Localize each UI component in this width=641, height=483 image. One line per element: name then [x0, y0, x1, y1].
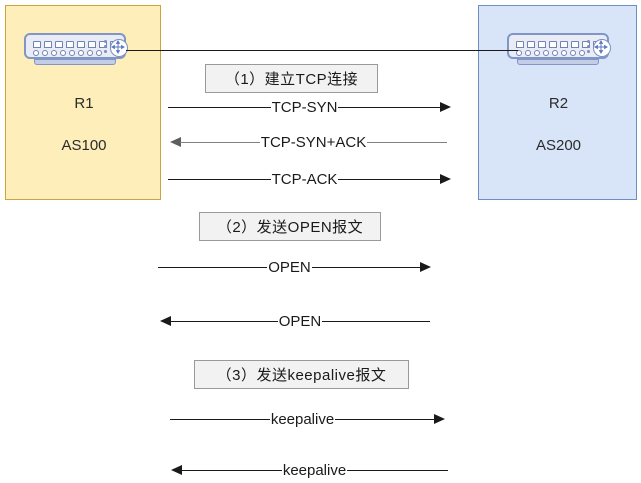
physical-link-line — [126, 50, 518, 51]
router-led — [570, 50, 576, 56]
arrow-head-right-icon — [420, 262, 432, 272]
as-name-right: AS200 — [535, 137, 582, 154]
arrow-head-right-icon — [440, 174, 451, 184]
router-led — [525, 50, 531, 56]
router-port — [88, 41, 96, 48]
arrow-line — [311, 266, 422, 268]
router-led — [87, 50, 93, 56]
router-port — [99, 41, 107, 48]
router-led — [33, 50, 39, 56]
arrow-line — [338, 106, 441, 108]
message-label: TCP-SYN — [271, 98, 338, 116]
arrow-line — [168, 178, 271, 180]
arrow-line — [338, 178, 441, 180]
router-led — [552, 50, 558, 56]
router-port — [560, 41, 568, 48]
message-label: TCP-ACK — [271, 170, 338, 188]
message-label: OPEN — [278, 312, 322, 330]
message-label: OPEN — [268, 258, 311, 276]
router-port — [55, 41, 63, 48]
arrow-line — [168, 106, 271, 108]
arrow-line — [170, 418, 270, 420]
router-port — [527, 41, 535, 48]
message-arrow-tcp-ack: TCP-ACK — [168, 168, 451, 190]
router-led — [51, 50, 57, 56]
router-status-led — [104, 50, 107, 53]
router-port — [33, 41, 41, 48]
router-led — [69, 50, 75, 56]
device-name-r2: R2 — [548, 95, 569, 112]
message-arrow-keepalive-inbound: keepalive — [171, 459, 449, 481]
router-stand — [34, 59, 116, 65]
message-arrow-tcp-syn-ack: TCP-SYN+ACK — [170, 131, 448, 153]
arrow-head-right-icon — [440, 102, 451, 112]
router-status-leds — [587, 40, 590, 53]
router-led — [579, 50, 585, 56]
router-port-row-lower — [516, 50, 585, 56]
router-move-handle-icon[interactable] — [593, 39, 611, 57]
arrow-line — [180, 141, 260, 143]
router-status-led — [587, 45, 590, 48]
step-caption-1: （1）建立TCP连接 — [205, 64, 378, 93]
router-status-led — [104, 45, 107, 48]
as-zone-right: R2 AS200 — [478, 5, 637, 200]
router-port — [77, 41, 85, 48]
router-port — [538, 41, 546, 48]
router-icon-r2[interactable] — [507, 33, 611, 67]
router-status-led — [587, 40, 590, 43]
router-led — [543, 50, 549, 56]
arrow-line — [347, 469, 449, 471]
step-caption-3: （3）发送keepalive报文 — [194, 360, 409, 389]
router-chassis — [24, 33, 128, 59]
arrow-line — [335, 418, 436, 420]
arrow-head-right-icon — [434, 414, 446, 424]
router-port — [516, 41, 524, 48]
router-status-leds — [104, 40, 107, 53]
router-port-row-lower — [33, 50, 102, 56]
router-port — [582, 41, 590, 48]
router-port — [44, 41, 52, 48]
router-led — [60, 50, 66, 56]
message-arrow-tcp-syn: TCP-SYN — [168, 96, 451, 118]
router-led — [78, 50, 84, 56]
arrow-line — [181, 469, 282, 471]
router-port — [66, 41, 74, 48]
message-label: keepalive — [282, 461, 347, 479]
message-arrow-open-outbound: OPEN — [158, 256, 432, 278]
arrow-line — [170, 320, 278, 322]
as-name-left: AS100 — [61, 137, 107, 154]
router-led — [42, 50, 48, 56]
router-led — [96, 50, 102, 56]
router-led — [534, 50, 540, 56]
router-led — [561, 50, 567, 56]
arrow-line — [158, 266, 268, 268]
message-label: keepalive — [270, 410, 335, 428]
router-port — [549, 41, 557, 48]
router-status-led — [104, 40, 107, 43]
step-caption-2: （2）发送OPEN报文 — [199, 212, 381, 241]
router-move-handle-icon[interactable] — [110, 39, 128, 57]
router-chassis — [507, 33, 611, 59]
router-status-led — [587, 50, 590, 53]
message-arrow-open-inbound: OPEN — [160, 310, 431, 332]
message-arrow-keepalive-outbound: keepalive — [170, 408, 446, 430]
router-port — [571, 41, 579, 48]
router-icon-r1[interactable] — [24, 33, 128, 67]
arrow-line — [367, 141, 448, 143]
as-zone-left: R1 AS100 — [5, 5, 161, 200]
arrow-head-left-icon — [171, 465, 182, 475]
router-stand — [517, 59, 599, 65]
router-led — [516, 50, 522, 56]
arrow-line — [322, 320, 431, 322]
arrow-head-left-icon — [170, 137, 181, 147]
arrow-head-left-icon — [160, 316, 171, 326]
device-name-r1: R1 — [74, 95, 94, 112]
message-label: TCP-SYN+ACK — [260, 133, 367, 151]
